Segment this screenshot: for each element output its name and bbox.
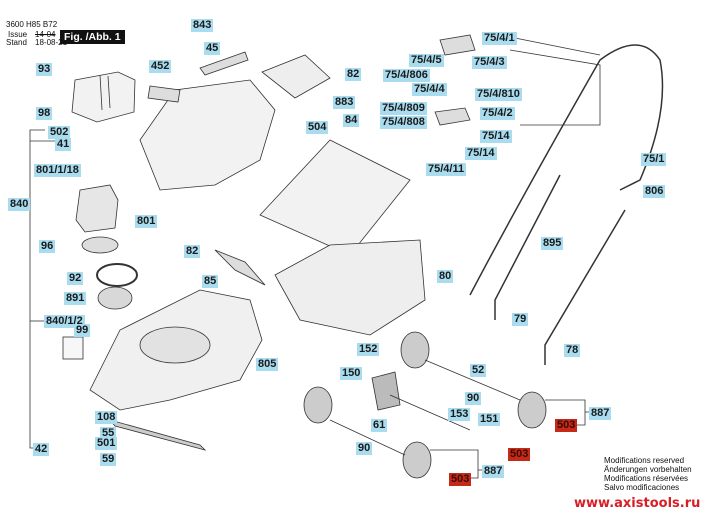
part-label-887[interactable]: 887 <box>482 465 505 478</box>
part-label-75-4-5[interactable]: 75/4/5 <box>409 54 444 67</box>
part-label-92[interactable]: 92 <box>67 272 84 285</box>
part-label-75-4-4[interactable]: 75/4/4 <box>412 83 447 96</box>
part-label-843[interactable]: 843 <box>191 19 214 32</box>
part-label-152[interactable]: 152 <box>357 343 380 356</box>
part-label-75-4-11[interactable]: 75/4/11 <box>426 163 467 176</box>
part-label-41[interactable]: 41 <box>55 138 72 151</box>
part-label-801-1-18[interactable]: 801/1/18 <box>34 164 81 177</box>
part-label-96[interactable]: 96 <box>39 240 56 253</box>
part-label-78[interactable]: 78 <box>564 344 581 357</box>
part-label-99[interactable]: 99 <box>74 324 91 337</box>
part-label-61[interactable]: 61 <box>371 419 388 432</box>
part-label-82[interactable]: 82 <box>345 68 362 81</box>
part-label-59[interactable]: 59 <box>100 453 117 466</box>
figure-label: Fig. /Abb. 1 <box>60 30 125 44</box>
modifications-notes: Modifications reserved Änderungen vorbeh… <box>604 456 692 492</box>
handle-78 <box>544 209 626 365</box>
part-label-75-4-806[interactable]: 75/4/806 <box>383 69 430 82</box>
part-label-75-4-810[interactable]: 75/4/810 <box>475 88 522 101</box>
issue-label: Issue <box>8 30 28 39</box>
bracket-840 <box>29 129 45 449</box>
part-label-887[interactable]: 887 <box>589 407 612 420</box>
part-label-883[interactable]: 883 <box>333 96 356 109</box>
wheel <box>402 441 432 479</box>
wheel <box>400 331 430 369</box>
card <box>62 336 84 360</box>
handle-79 <box>494 174 561 320</box>
part-label-452[interactable]: 452 <box>149 60 172 73</box>
part-label-840[interactable]: 840 <box>8 198 31 211</box>
part-label-75-1[interactable]: 75/1 <box>641 153 667 166</box>
handle-45 <box>199 51 249 76</box>
blade <box>108 419 207 451</box>
document-number: 3600 H85 B72 <box>6 20 58 29</box>
part-label-79[interactable]: 79 <box>512 313 529 326</box>
part-label-75-4-1[interactable]: 75/4/1 <box>482 32 517 45</box>
logo-plate-452 <box>147 85 181 103</box>
part-label-151[interactable]: 151 <box>478 413 501 426</box>
part-label-75-4-3[interactable]: 75/4/3 <box>472 56 507 69</box>
part-label-503[interactable]: 503 <box>449 473 472 486</box>
part-label-806[interactable]: 806 <box>643 185 666 198</box>
part-label-502[interactable]: 502 <box>48 126 71 139</box>
grass-box <box>274 239 426 336</box>
part-label-501[interactable]: 501 <box>95 437 118 450</box>
part-label-503[interactable]: 503 <box>508 448 531 461</box>
part-label-801[interactable]: 801 <box>135 215 158 228</box>
part-label-891[interactable]: 891 <box>64 292 87 305</box>
part-label-85[interactable]: 85 <box>202 275 219 288</box>
part-label-153[interactable]: 153 <box>448 408 471 421</box>
grass-box-lid <box>259 139 411 256</box>
pulley <box>97 286 133 310</box>
note-line: Salvo modificaciones <box>604 483 680 492</box>
wheel <box>517 391 547 429</box>
flap <box>214 249 266 286</box>
part-label-42[interactable]: 42 <box>33 443 50 456</box>
part-label-98[interactable]: 98 <box>36 107 53 120</box>
part-label-895[interactable]: 895 <box>541 237 564 250</box>
note-line: Änderungen vorbehalten <box>604 465 692 474</box>
part-label-150[interactable]: 150 <box>340 367 363 380</box>
part-label-75-4-2[interactable]: 75/4/2 <box>480 107 515 120</box>
motor-cover <box>71 71 136 123</box>
note-line: Modifications réservées <box>604 474 689 483</box>
part-label-75-4-809[interactable]: 75/4/809 <box>380 102 427 115</box>
part-label-805[interactable]: 805 <box>256 358 279 371</box>
belt <box>96 263 138 287</box>
stand-value: 18-08-21 <box>35 38 68 47</box>
part-label-75-14[interactable]: 75/14 <box>465 147 497 160</box>
part-label-75-14[interactable]: 75/14 <box>480 130 512 143</box>
part-label-84[interactable]: 84 <box>343 114 360 127</box>
note-line: Modifications reserved <box>604 456 685 465</box>
part-label-93[interactable]: 93 <box>36 63 53 76</box>
part-label-80[interactable]: 80 <box>437 270 454 283</box>
lid <box>261 54 331 99</box>
part-label-55[interactable]: 55 <box>100 427 117 440</box>
part-label-108[interactable]: 108 <box>95 411 118 424</box>
roller <box>371 371 401 411</box>
part-label-503[interactable]: 503 <box>555 419 578 432</box>
upper-handle <box>469 44 664 296</box>
part-label-45[interactable]: 45 <box>204 42 221 55</box>
part-label-504[interactable]: 504 <box>306 121 329 134</box>
part-label-52[interactable]: 52 <box>470 364 487 377</box>
issue-value: 14-04 <box>35 30 56 39</box>
wheel <box>303 386 333 424</box>
website-link[interactable]: www.axistools.ru <box>574 496 701 511</box>
part-label-90[interactable]: 90 <box>356 442 373 455</box>
top-cover <box>139 79 276 191</box>
stand-label: Stand <box>6 38 27 47</box>
switch-box <box>439 34 476 56</box>
motor <box>75 184 119 233</box>
part-label-90[interactable]: 90 <box>465 392 482 405</box>
part-label-82[interactable]: 82 <box>184 245 201 258</box>
part-label-75-4-808[interactable]: 75/4/808 <box>380 116 427 129</box>
